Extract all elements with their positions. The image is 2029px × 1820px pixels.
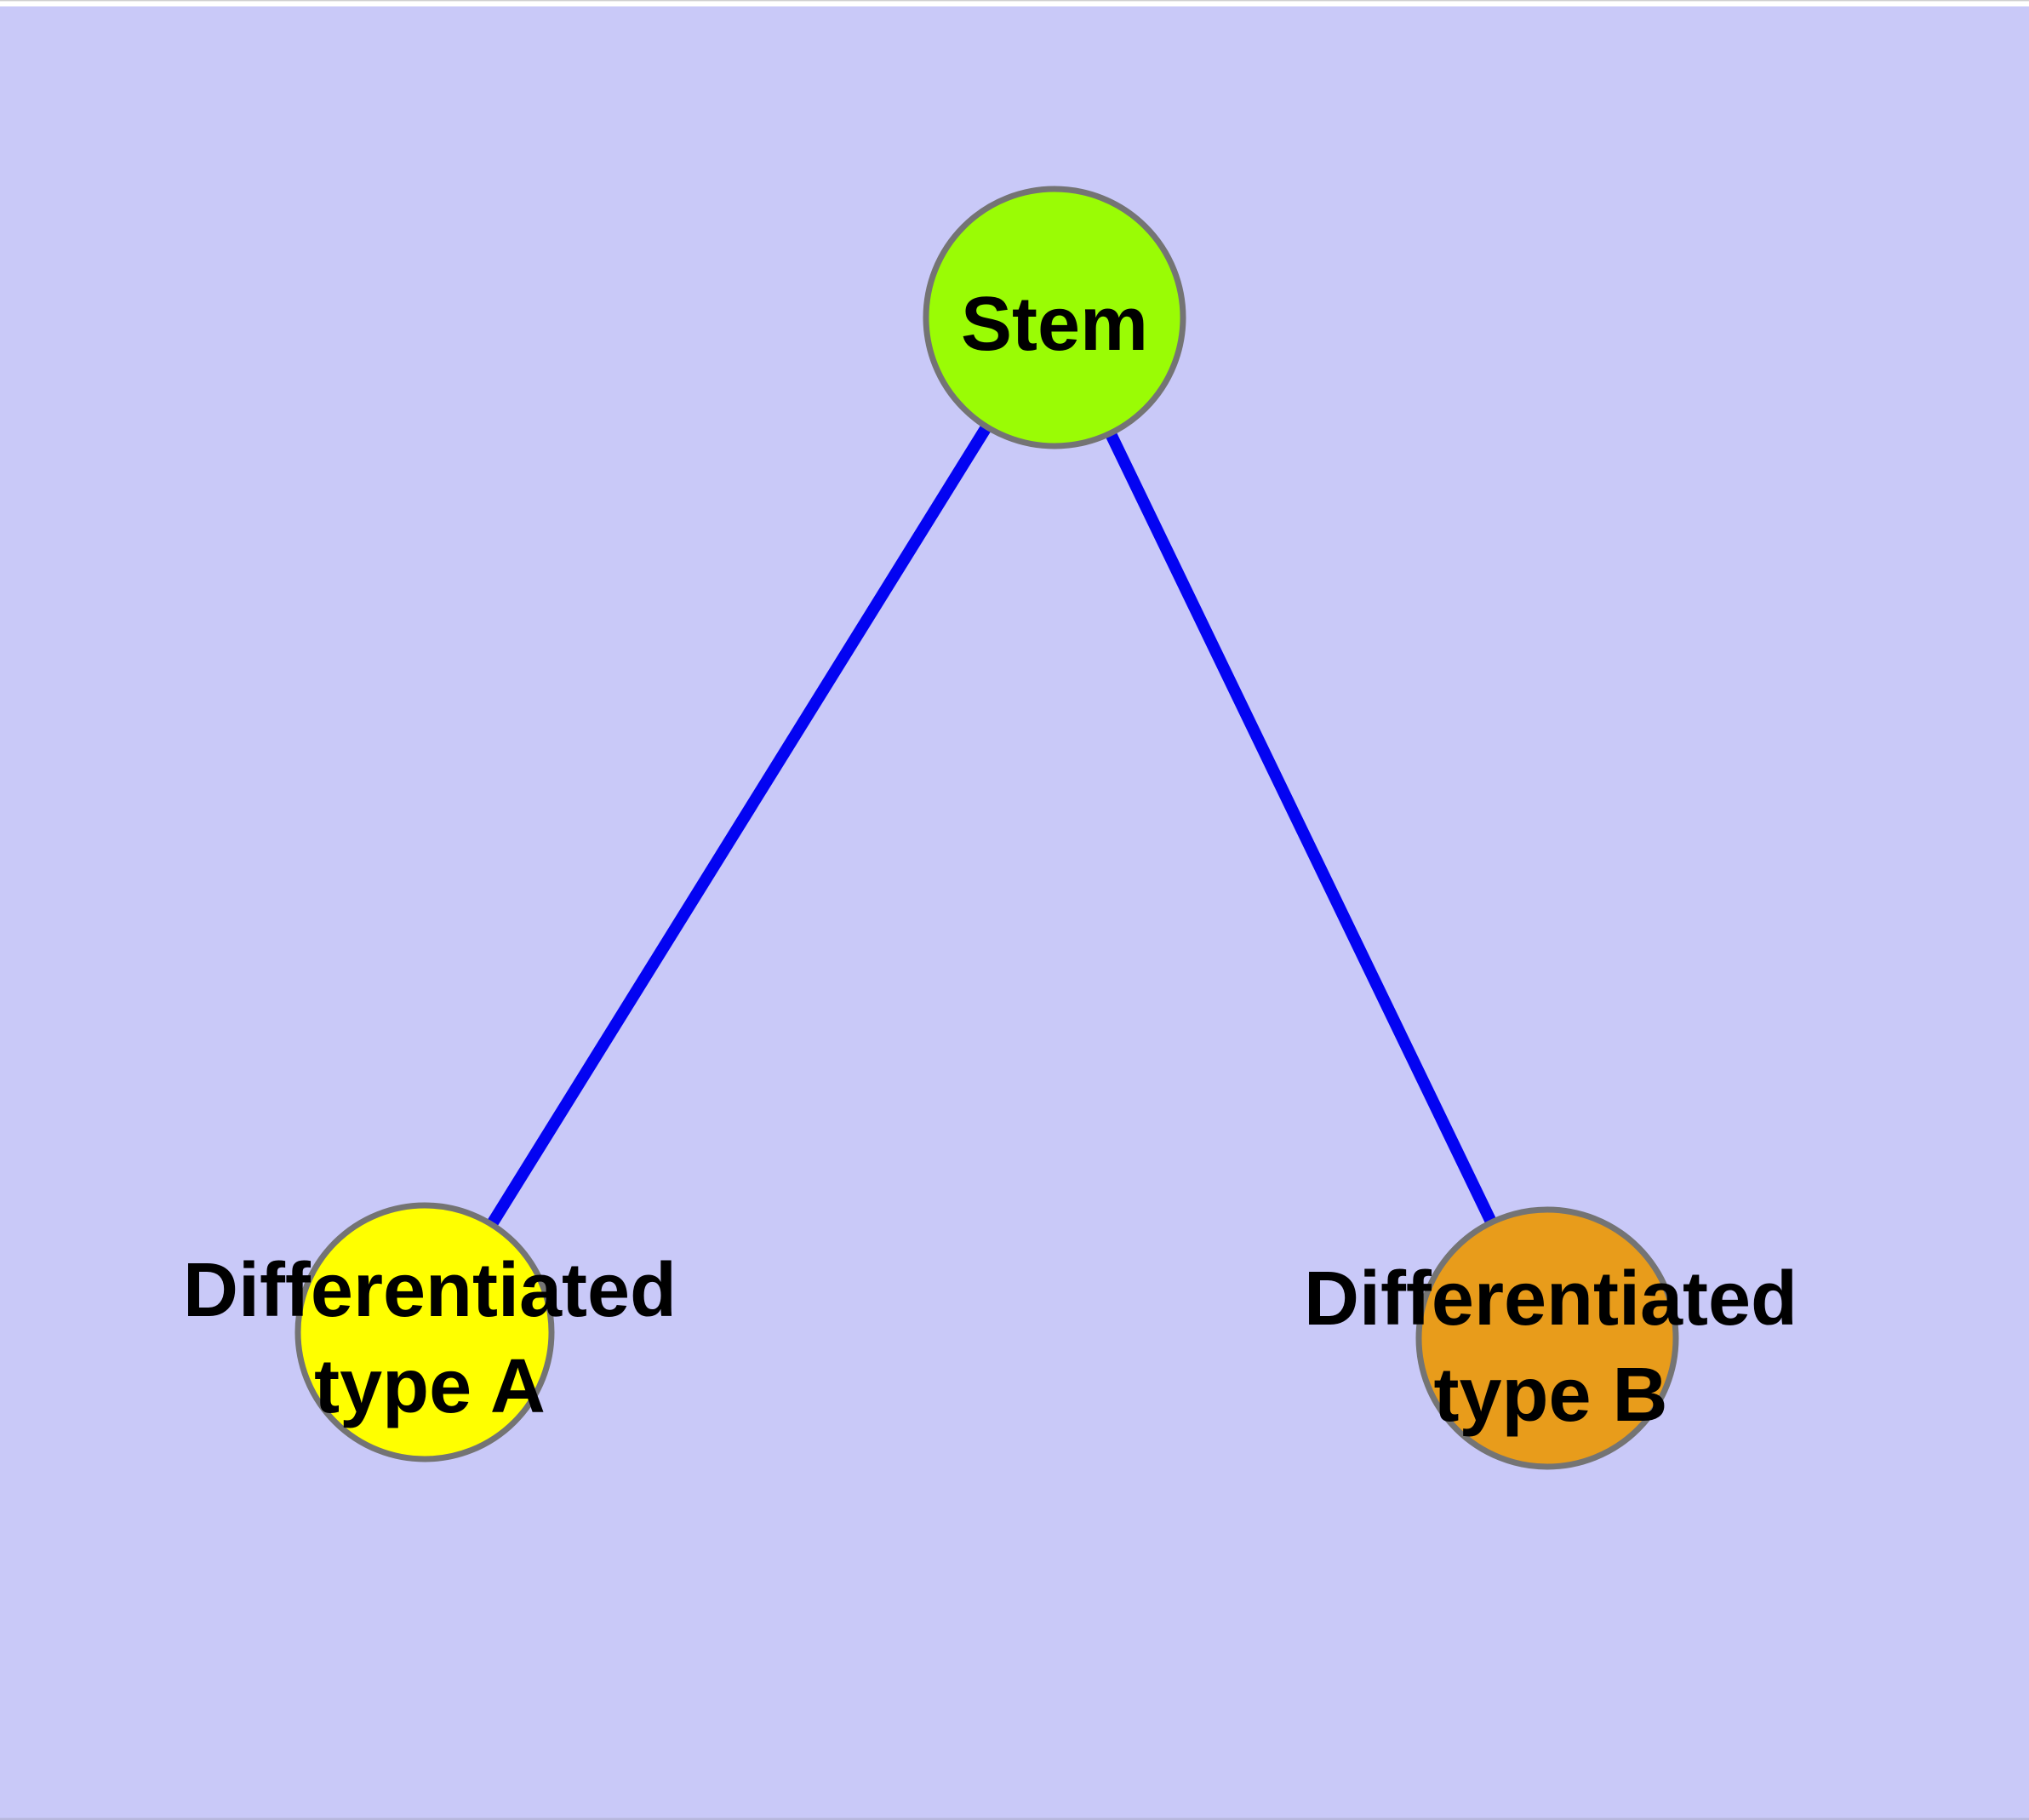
node-label-line: Differentiated (1304, 1256, 1798, 1342)
bottom-edge-hairline (0, 1817, 2029, 1820)
node-label-stem: Stem (961, 282, 1148, 367)
node-label-line: type A (314, 1344, 546, 1429)
top-edge-strip (0, 0, 2029, 7)
node-circle-diff-a (294, 1202, 555, 1462)
edge-stem-to-diff-a (420, 314, 1060, 1336)
node-label-line: Differentiated (183, 1248, 677, 1333)
node-label-diff-a: Differentiated type A (183, 1248, 677, 1429)
node-label-line: Stem (961, 282, 1148, 367)
node-label-diff-b: Differentiated type B (1304, 1256, 1798, 1438)
edge-stem-to-diff-b (1049, 314, 1553, 1342)
top-edge-hairline (0, 0, 2029, 2)
node-label-line: type B (1433, 1353, 1667, 1438)
node-circle-diff-b (1415, 1206, 1679, 1470)
node-circle-stem (923, 186, 1186, 449)
